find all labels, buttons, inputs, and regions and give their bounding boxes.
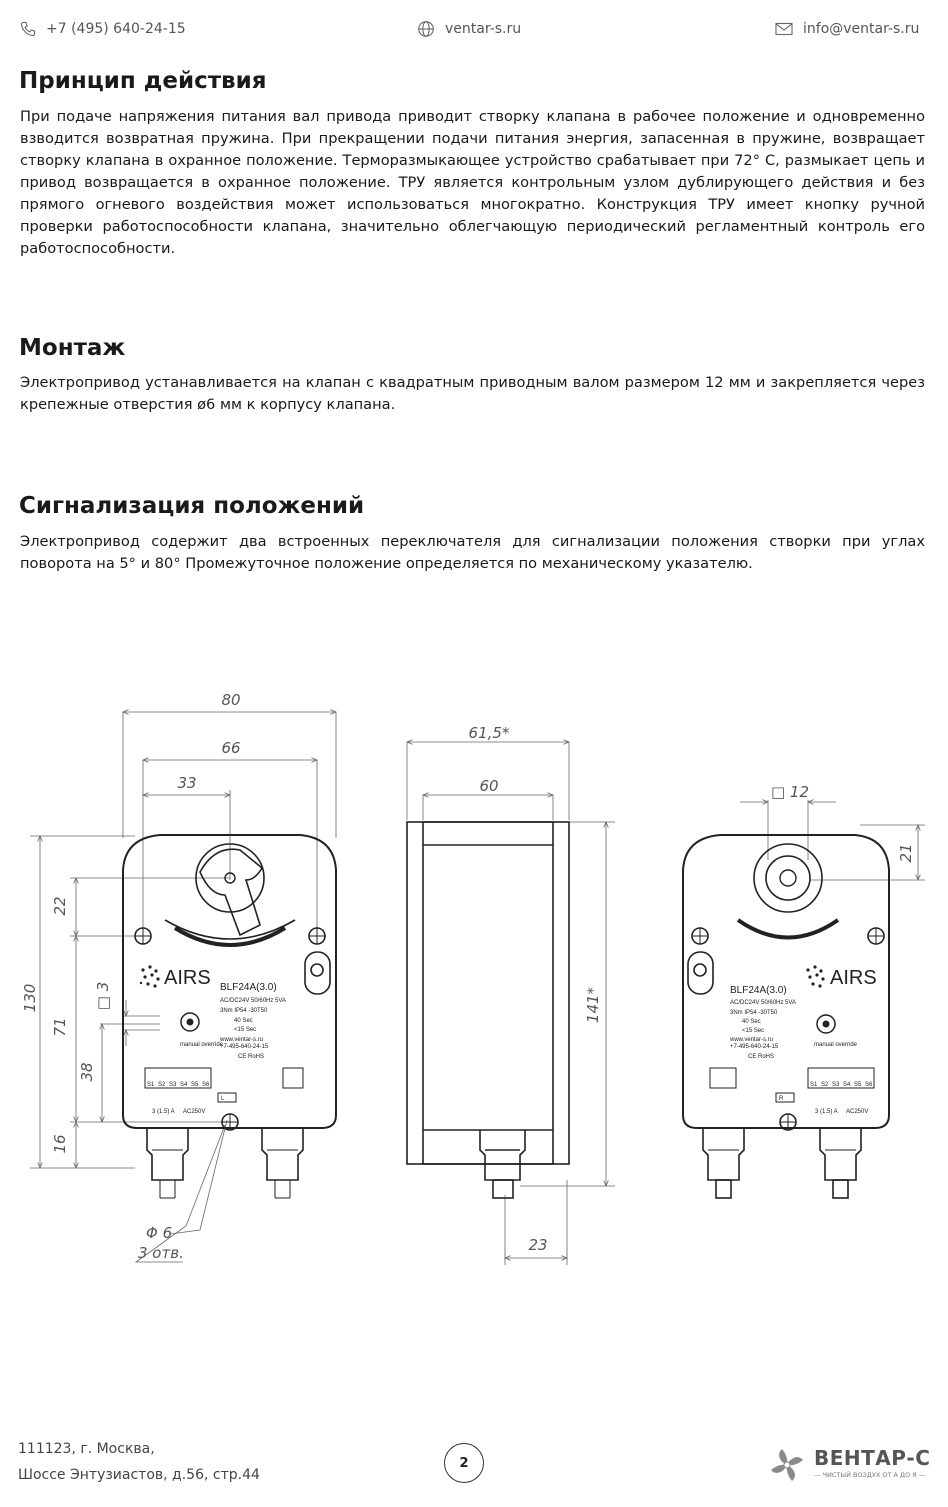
dim-38: 38 [78, 1062, 96, 1081]
voltage-label-back: AC250V [846, 1109, 868, 1115]
front-view: AIRS BLF24A(3.0) AC/DC24V 50/60Hz 5VA 3N… [122, 834, 337, 1199]
dim-33: 33 [177, 774, 196, 792]
fan-icon [771, 1449, 803, 1481]
rating-label: 3 (1.5) A [152, 1109, 175, 1115]
switch-s1-back: S1 [810, 1082, 818, 1088]
switch-s2-back: S2 [821, 1082, 829, 1088]
switch-labels-back: S1 S2 S3 S4 S5 S6 [810, 1082, 873, 1088]
model-name-back: BLF24A(3.0) [730, 985, 787, 996]
dim-141: 141* [584, 986, 602, 1023]
mail-icon [775, 22, 793, 36]
spec-line-3-back: 40 Sec [742, 1019, 761, 1025]
dim-holes: 3 отв. [138, 1244, 184, 1262]
dim-sq12: □ 12 [771, 783, 809, 801]
brand-name-back: AIRS [830, 967, 877, 989]
header-email[interactable]: info@ventar-s.ru [775, 18, 919, 40]
spec-line-3: 40 Sec [234, 1018, 253, 1024]
brand-name: AIRS [164, 967, 211, 989]
right-label: R [779, 1096, 784, 1102]
header-site[interactable]: ventar-s.ru [417, 18, 521, 40]
address-line-2: Шоссе Энтузиастов, д.56, стр.44 [18, 1467, 260, 1483]
device-site-back: www.ventar-s.ru [729, 1037, 773, 1043]
spec-line-4: <15 Sec [234, 1027, 256, 1033]
switch-s4: S4 [180, 1082, 188, 1088]
switch-s6: S6 [202, 1082, 210, 1088]
device-cert: CE RoHS [238, 1054, 264, 1060]
switch-s1: S1 [147, 1082, 155, 1088]
dim-22: 22 [51, 896, 69, 915]
back-view: AIRS BLF24A(3.0) AC/DC24V 50/60Hz 5VA 3N… [682, 834, 890, 1199]
section-text-signaling: Электропривод содержит два встроенных пе… [20, 533, 925, 572]
logo-tagline: — ЧИСТЫЙ ВОЗДУХ ОТ А ДО Я — [814, 1471, 926, 1479]
dim-130: 130 [21, 984, 39, 1013]
side-view [406, 821, 570, 1199]
address-line-1: 111123, г. Москва, [18, 1441, 155, 1457]
globe-icon [418, 21, 434, 37]
phone-text: +7 (495) 640-24-15 [46, 21, 186, 37]
dim-23: 23 [528, 1236, 547, 1254]
spec-line-2: 3Nm IP54 -30T50 [220, 1008, 268, 1014]
device-site: www.ventar-s.ru [219, 1037, 263, 1043]
site-text: ventar-s.ru [445, 21, 522, 37]
section-text-principle: При подаче напряжения питания вал привод… [20, 108, 925, 257]
left-label: L [221, 1096, 225, 1102]
header-phone[interactable]: +7 (495) 640-24-15 [20, 18, 186, 40]
switch-s5: S5 [191, 1082, 199, 1088]
device-phone: +7-495-640-24-15 [220, 1044, 269, 1050]
dim-61-5: 61,5* [469, 724, 510, 742]
section-text-mounting: Электропривод устанавливается на клапан … [20, 374, 925, 413]
rating-label-back: 3 (1.5) A [815, 1109, 838, 1115]
section-title-mounting: Монтаж [19, 335, 126, 361]
voltage-label: AC250V [183, 1109, 205, 1115]
phone-icon [20, 21, 36, 37]
manual-override-label: manual override [180, 1042, 224, 1048]
email-text: info@ventar-s.ru [803, 21, 920, 37]
device-phone-back: +7-495-640-24-15 [730, 1044, 779, 1050]
dim-16: 16 [51, 1134, 69, 1153]
switch-s2: S2 [158, 1082, 166, 1088]
switch-s3-back: S3 [832, 1082, 840, 1088]
section-title-principle: Принцип действия [19, 68, 267, 94]
brand-logo-dots [139, 965, 160, 988]
spec-line-2-back: 3Nm IP54 -30T50 [730, 1010, 778, 1016]
model-name: BLF24A(3.0) [220, 982, 277, 993]
device-cert-back: CE RoHS [748, 1054, 774, 1060]
manual-override-label-back: manual override [814, 1042, 858, 1048]
dim-71: 71 [51, 1017, 69, 1036]
dim-hole: Φ 6 [146, 1224, 172, 1242]
dim-80: 80 [221, 691, 240, 709]
dim-sq3: □ 3 [94, 982, 112, 1010]
company-logo: ВЕНТАР-С — ЧИСТЫЙ ВОЗДУХ ОТ А ДО Я — [766, 1444, 936, 1486]
spec-line-1-back: AC/DC24V 50/60Hz 5VA [730, 1000, 796, 1006]
section-title-signaling: Сигнализация положений [19, 493, 365, 519]
page-number: 2 [444, 1443, 484, 1483]
spec-line-1: AC/DC24V 50/60Hz 5VA [220, 998, 286, 1004]
dim-66: 66 [221, 739, 240, 757]
spec-line-4-back: <15 Sec [742, 1028, 764, 1034]
switch-s6-back: S6 [865, 1082, 873, 1088]
switch-s4-back: S4 [843, 1082, 851, 1088]
actuator-drawing: 80 66 33 130 22 71 38 16 □ 3 Φ 6 3 отв. … [21, 691, 925, 1265]
logo-brand-name: ВЕНТАР-С [814, 1446, 931, 1470]
switch-s5-back: S5 [854, 1082, 862, 1088]
footer-address: 111123, г. Москва, Шоссе Энтузиастов, д.… [18, 1436, 260, 1488]
dim-21: 21 [897, 843, 915, 862]
dim-60: 60 [479, 777, 498, 795]
switch-s3: S3 [169, 1082, 177, 1088]
switch-labels: S1 S2 S3 S4 S5 S6 [147, 1082, 210, 1088]
